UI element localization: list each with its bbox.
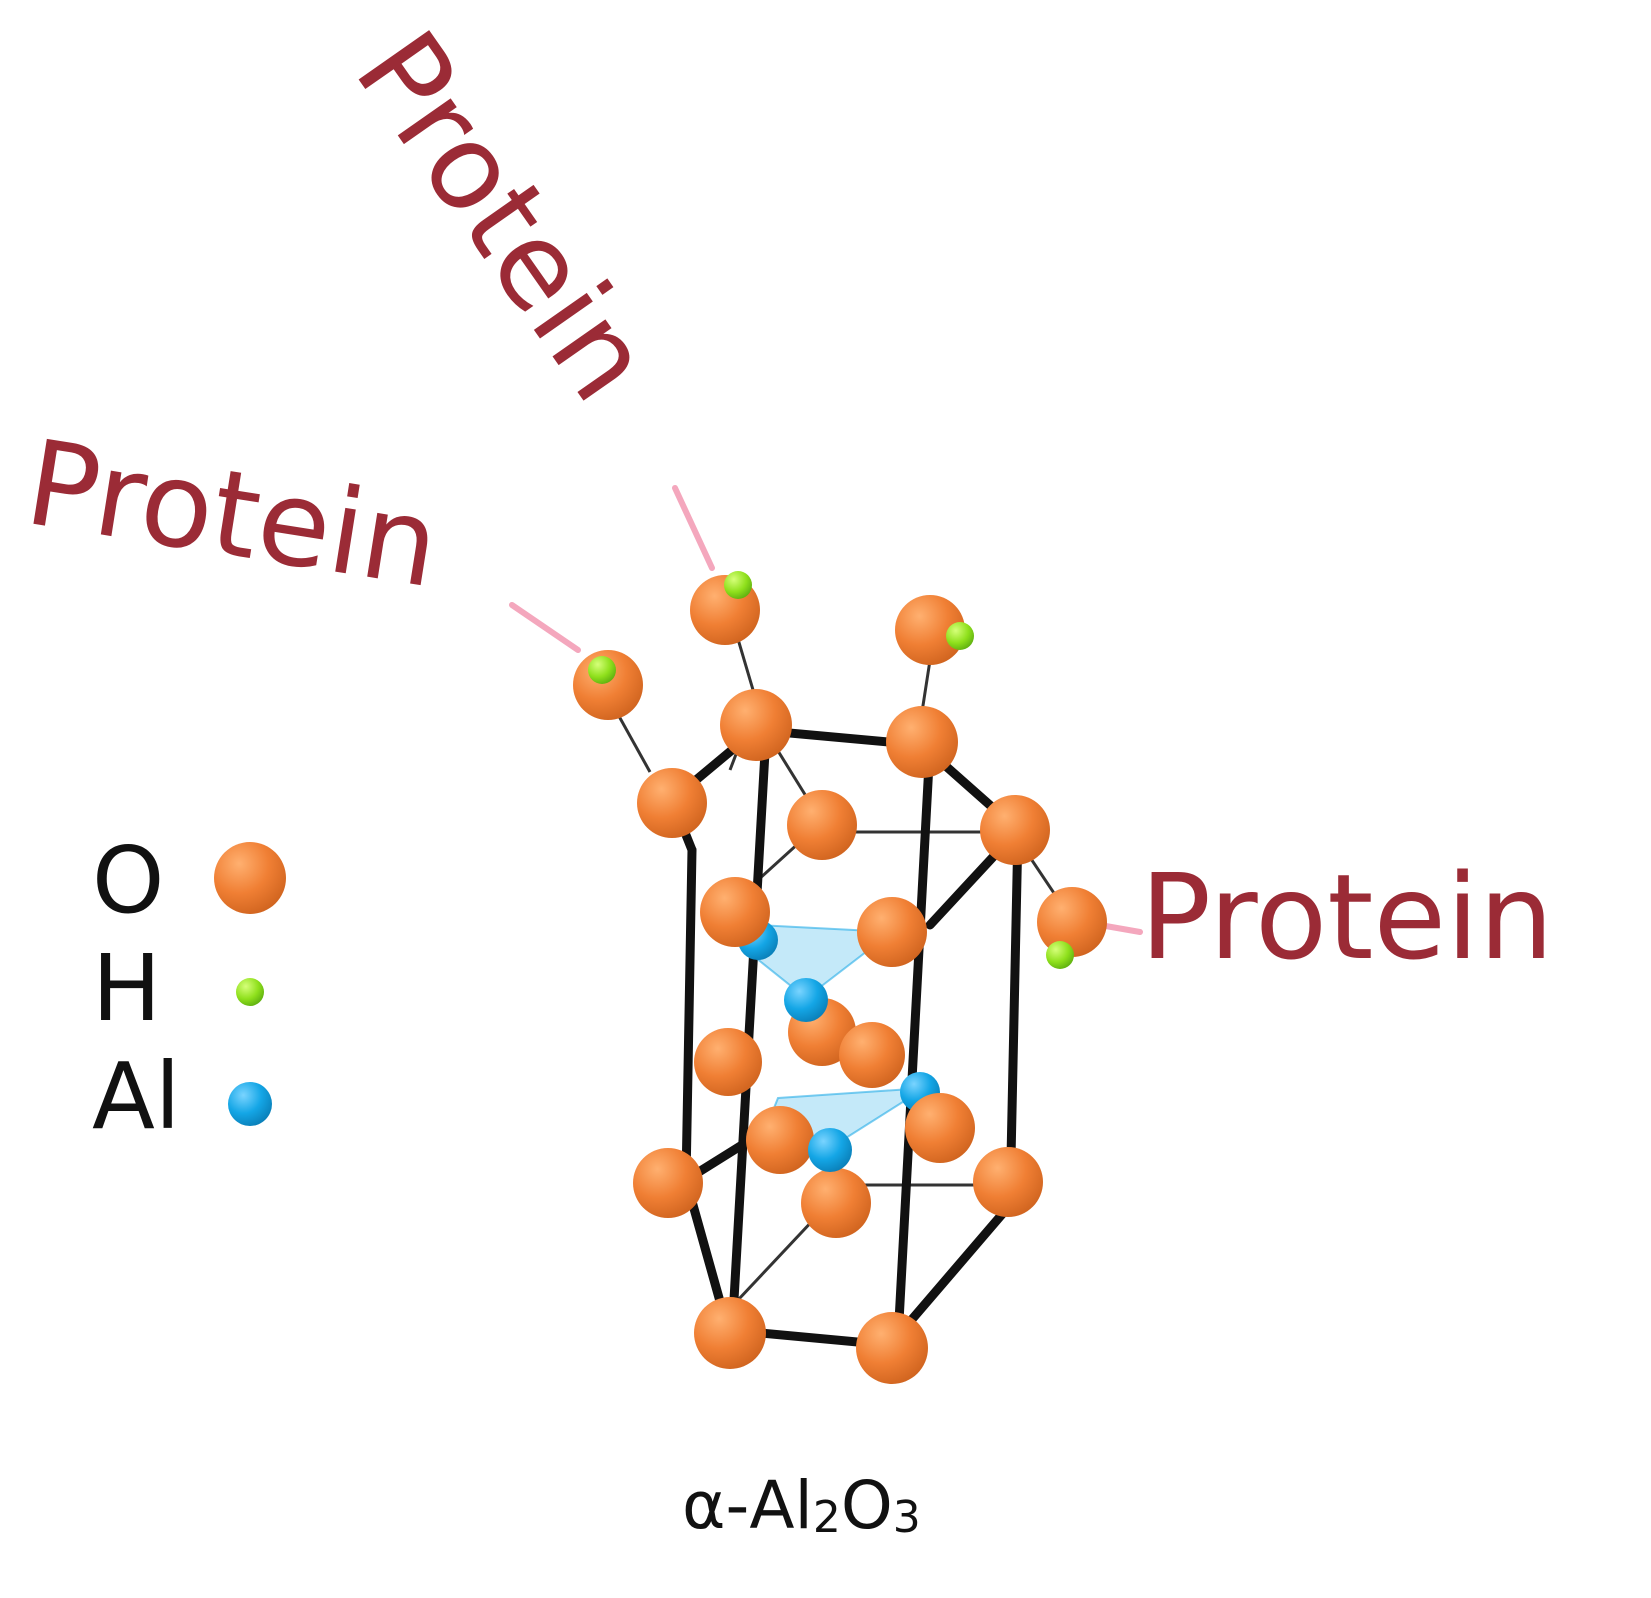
legend-hydrogen-swatch — [236, 978, 264, 1006]
oxygen-atoms — [573, 575, 1107, 1384]
oxygen-atom — [700, 877, 770, 947]
linker-top — [672, 485, 715, 571]
aluminum-atom — [784, 978, 828, 1022]
hydrogen-atom — [724, 571, 752, 599]
formula-sub-o: 3 — [893, 1492, 921, 1543]
oxygen-atom — [980, 795, 1050, 865]
protein-label-top: Protein — [329, 7, 679, 425]
oxygen-atom — [633, 1148, 703, 1218]
aluminum-atom — [808, 1128, 852, 1172]
legend-oxygen-swatch — [214, 842, 286, 914]
oxygen-atom — [839, 1022, 905, 1088]
oxygen-atom — [746, 1106, 814, 1174]
legend-symbol-aluminum: Al — [92, 1043, 181, 1150]
legend-symbol-hydrogen: H — [92, 935, 161, 1042]
oxygen-atom — [895, 595, 965, 665]
oxygen-atom — [973, 1147, 1043, 1217]
oxygen-atom — [801, 1168, 871, 1238]
formula-prefix: α-Al — [682, 1467, 813, 1544]
hydrogen-atom — [588, 656, 616, 684]
oxygen-atom — [787, 790, 857, 860]
oxygen-atom — [857, 897, 927, 967]
oxygen-atom — [886, 706, 958, 778]
legend-symbol-oxygen: O — [92, 827, 164, 934]
aluminum-atoms — [784, 978, 852, 1172]
oxygen-atom — [694, 1028, 762, 1096]
hydrogen-atoms — [588, 571, 1074, 969]
hydrogen-atom — [946, 622, 974, 650]
oxygen-atom — [720, 689, 792, 761]
protein-label-right: Protein — [1140, 848, 1554, 986]
legend: O H Al — [92, 827, 286, 1150]
formula-caption: α-Al2O3 — [682, 1467, 921, 1544]
linker-left — [509, 602, 581, 653]
hydrogen-atom — [1046, 941, 1074, 969]
formula-oxygen: O — [841, 1467, 893, 1544]
oxygen-atom — [694, 1297, 766, 1369]
oxygen-atom — [856, 1312, 928, 1384]
oxygen-atom — [637, 768, 707, 838]
oxygen-atom — [905, 1093, 975, 1163]
oxygen-atom — [1037, 887, 1107, 957]
legend-aluminum-swatch — [228, 1082, 272, 1126]
protein-label-left: Protein — [18, 413, 448, 614]
formula-sub-al: 2 — [813, 1492, 841, 1543]
